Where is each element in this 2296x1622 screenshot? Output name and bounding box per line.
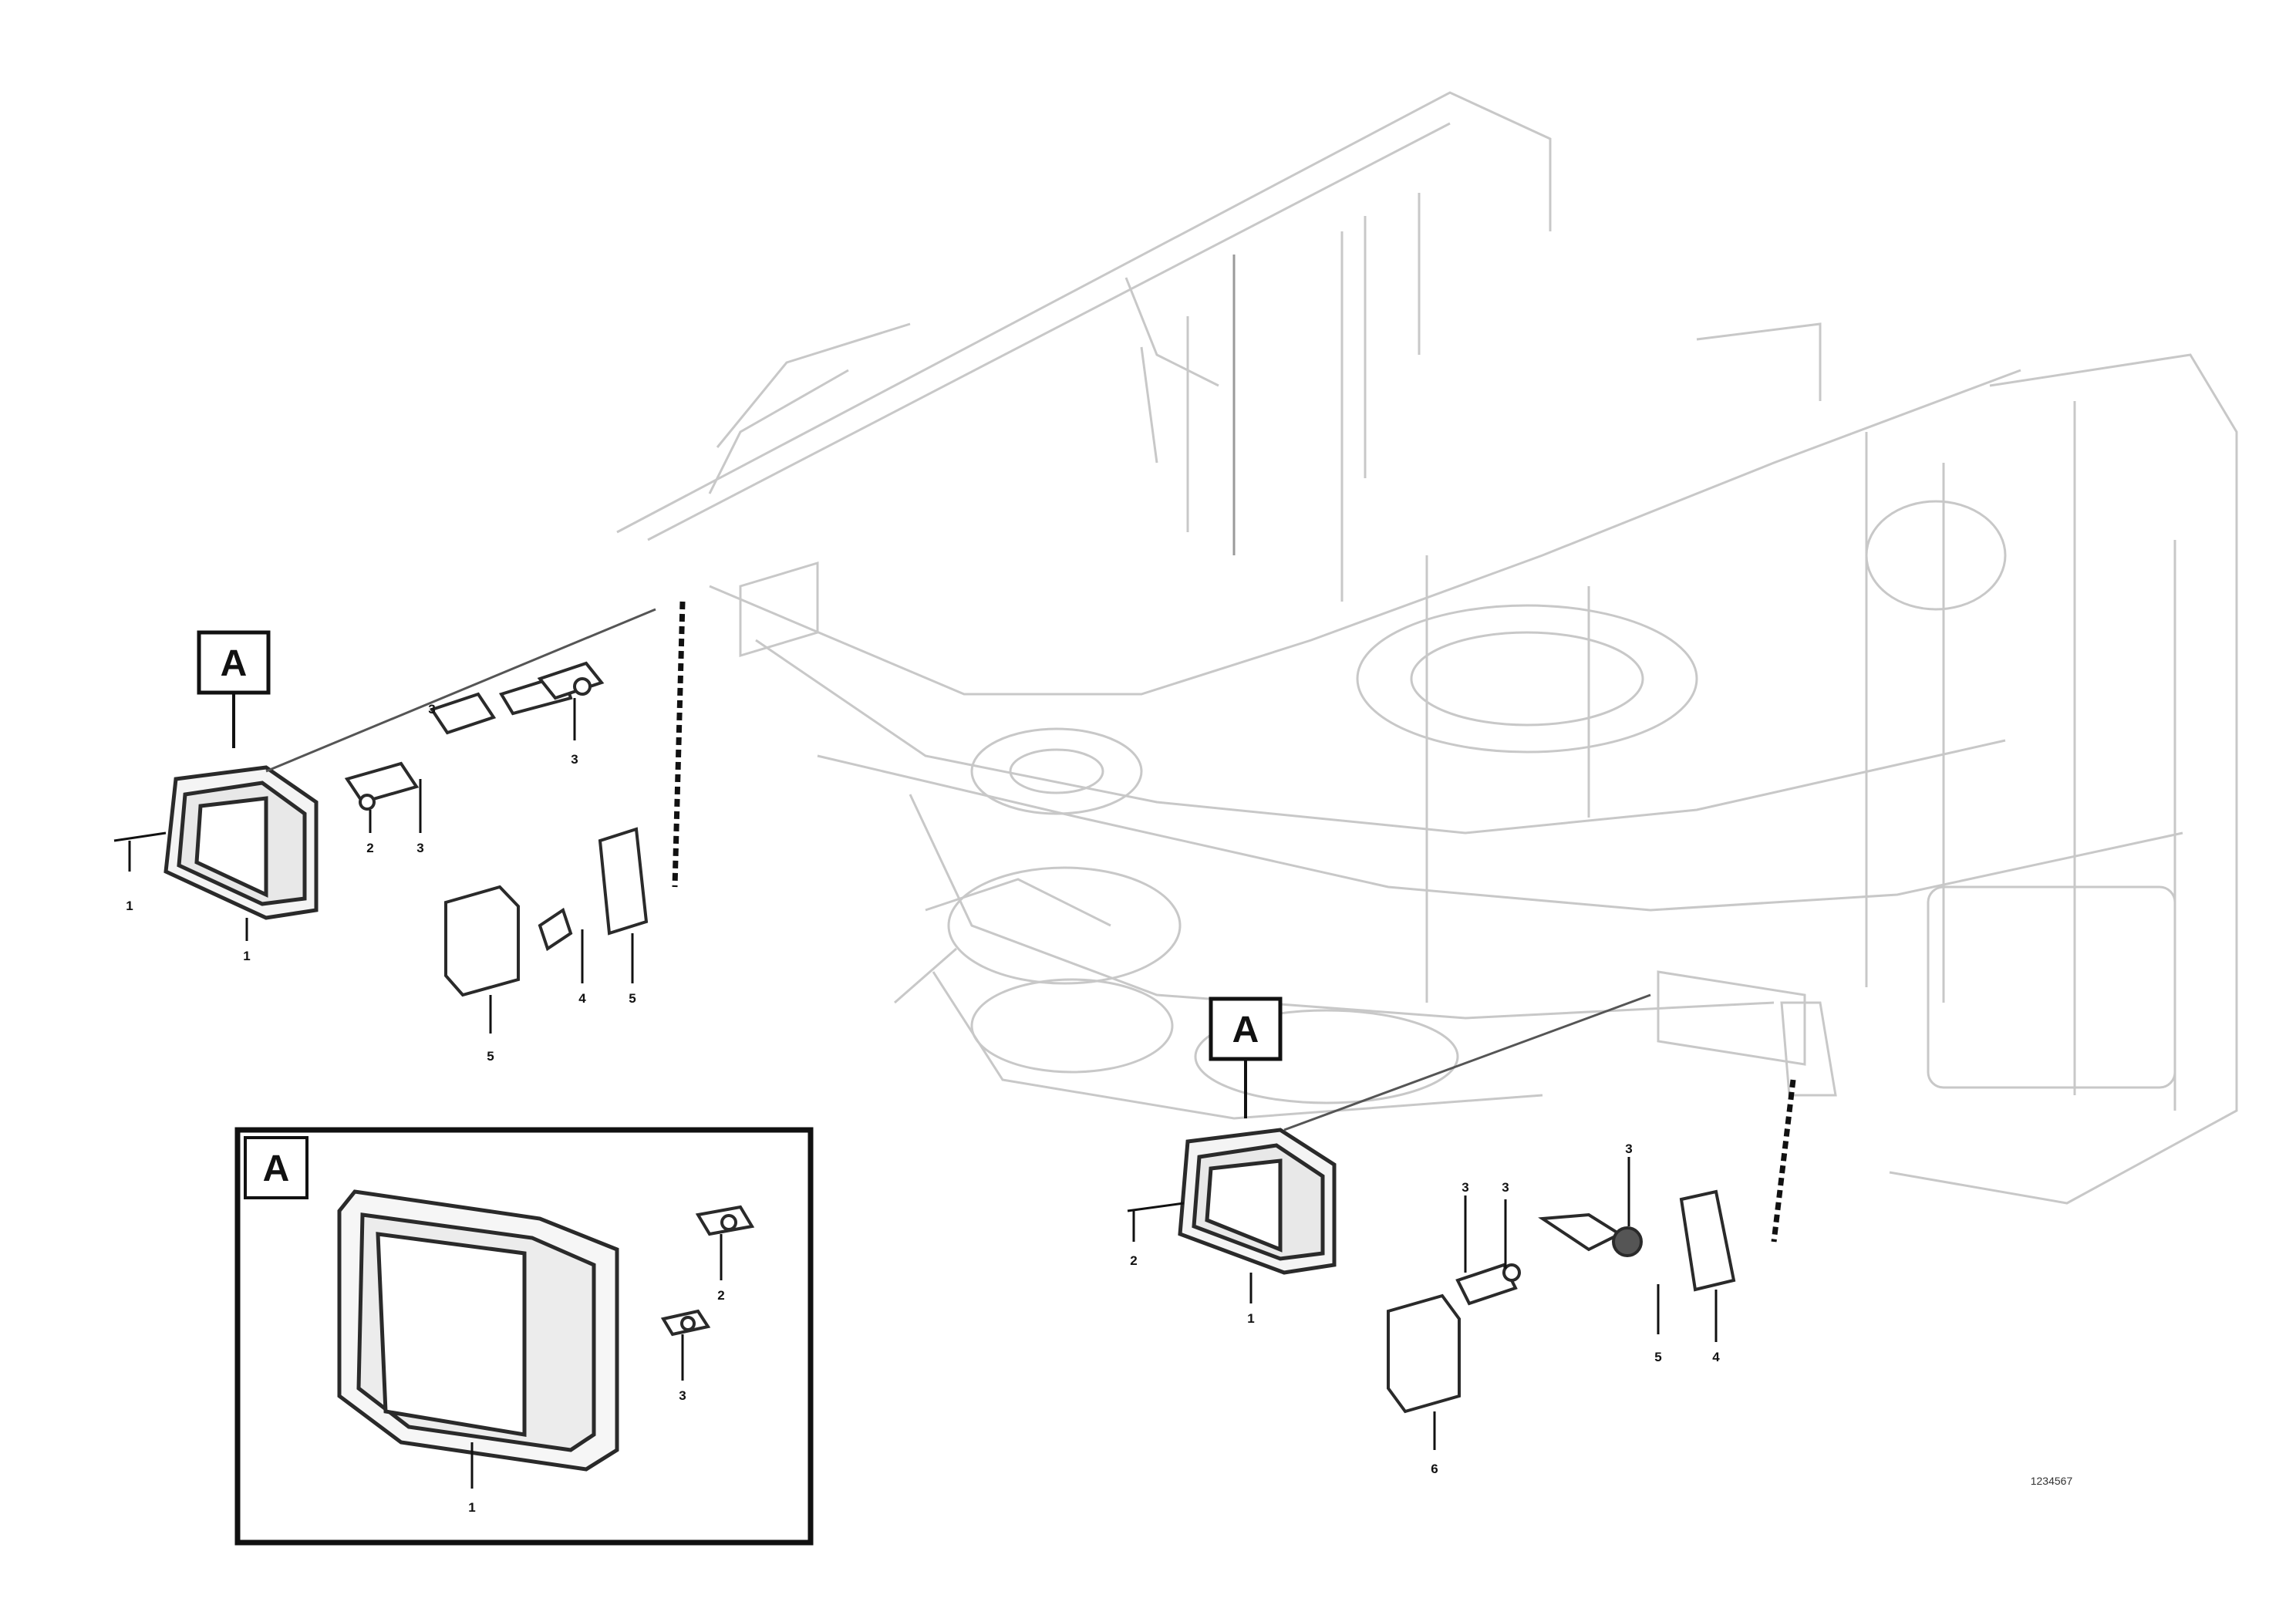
- svg-text:1: 1: [1247, 1311, 1254, 1326]
- callout-box-a-left: A: [197, 630, 271, 748]
- dashed-leader-left: [672, 601, 686, 888]
- svg-text:1: 1: [468, 1500, 475, 1515]
- connector-plate-right: [1679, 1189, 1736, 1292]
- relay-box-right: [1387, 1293, 1461, 1414]
- ref-leaders-right: [1127, 1157, 1718, 1450]
- machine-background-drawing: [616, 91, 2238, 1205]
- work-lamp-right: [1178, 1128, 1337, 1275]
- relay-box-left: [444, 885, 573, 997]
- svg-text:5: 5: [629, 991, 636, 1006]
- svg-text:3: 3: [428, 702, 435, 717]
- callout-a-label: A: [221, 643, 248, 684]
- left-work-light-assembly: A: [113, 601, 686, 1064]
- svg-text:5: 5: [487, 1049, 494, 1064]
- detail-view-label: A: [263, 1148, 290, 1189]
- leader-line: [265, 608, 656, 773]
- detail-ref-leaders: [470, 1234, 723, 1489]
- detail-work-lamp: [337, 1189, 619, 1472]
- detail-ref-numbers: 1 2 3: [468, 1288, 724, 1515]
- svg-text:3: 3: [679, 1388, 686, 1403]
- svg-text:5: 5: [1654, 1350, 1661, 1364]
- right-work-light-assembly: A: [1127, 993, 1796, 1476]
- svg-text:2: 2: [717, 1288, 724, 1303]
- ref-numbers-left: 1 1 2 3 3 3 4 5 5: [126, 702, 636, 1064]
- svg-text:1: 1: [126, 899, 133, 913]
- callout-box-a-right: A: [1209, 996, 1283, 1118]
- ref-leaders-left: [113, 698, 634, 1034]
- callout-a-label: A: [1232, 1010, 1259, 1050]
- svg-text:2: 2: [1130, 1253, 1137, 1268]
- svg-text:2: 2: [366, 841, 373, 855]
- leader-line: [1283, 993, 1651, 1131]
- svg-text:3: 3: [1502, 1180, 1509, 1195]
- drawing-number: 1234567: [2031, 1475, 2073, 1487]
- svg-text:4: 4: [1712, 1350, 1720, 1364]
- svg-text:3: 3: [1625, 1141, 1632, 1156]
- dashed-leader-right: [1771, 1079, 1796, 1243]
- mounting-hardware-left: [344, 661, 605, 811]
- svg-text:1: 1: [243, 949, 250, 963]
- svg-text:3: 3: [416, 841, 423, 855]
- drawing-reference: 1234567: [2031, 1475, 2073, 1487]
- ref-numbers-right: 2 1 3 3 3 5 4 6: [1130, 1141, 1720, 1476]
- detail-view-a: A 1 2 3: [234, 1127, 814, 1546]
- svg-text:3: 3: [571, 752, 578, 767]
- svg-text:4: 4: [578, 991, 586, 1006]
- detail-screws: [660, 1205, 755, 1337]
- svg-text:3: 3: [1462, 1180, 1468, 1195]
- svg-text:6: 6: [1431, 1462, 1438, 1476]
- connector-plate-left: [598, 827, 649, 936]
- mounting-hardware-right: [1455, 1212, 1643, 1306]
- work-lamp-left: [164, 765, 319, 920]
